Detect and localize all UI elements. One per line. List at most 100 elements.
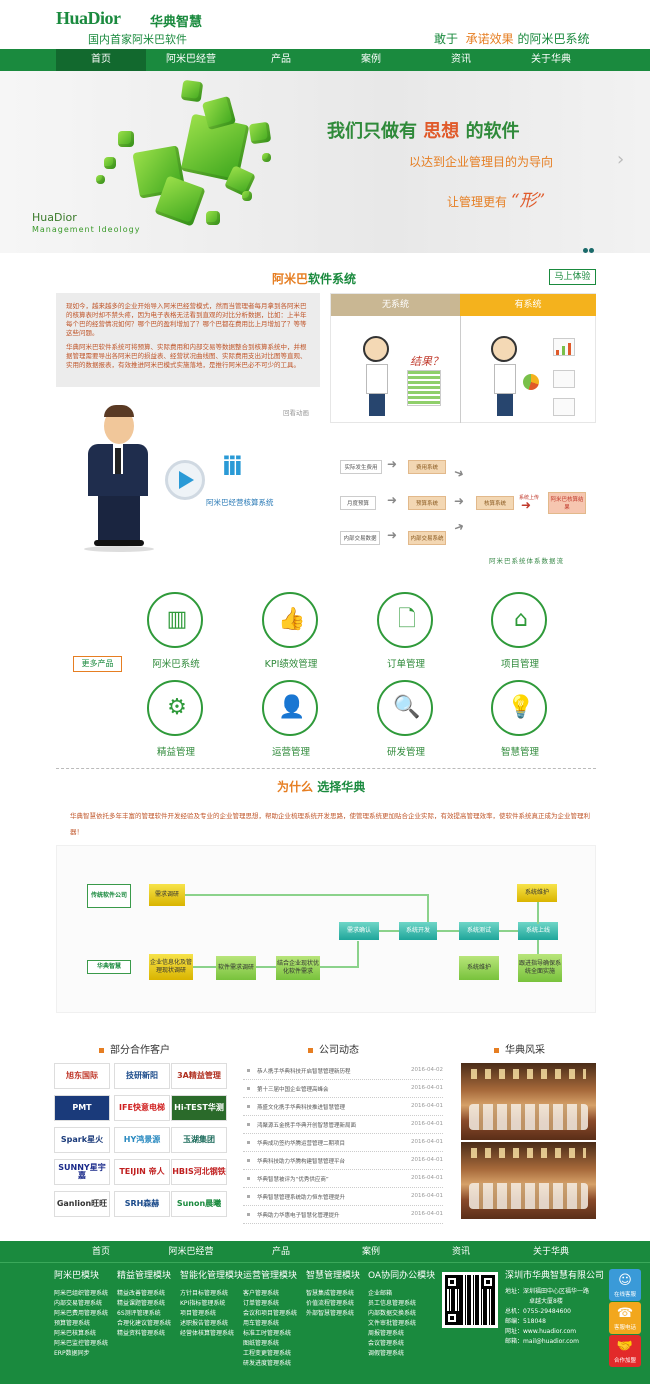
footer-link[interactable]: 精益改善管理系统 bbox=[117, 1290, 166, 1297]
footer-link[interactable]: 标准工时管理系统 bbox=[243, 1330, 292, 1337]
footer-link[interactable]: 6S测评管理系统 bbox=[117, 1310, 161, 1317]
news-item-title[interactable]: 第十三届中国企业管理高峰会 bbox=[257, 1087, 329, 1093]
company-web[interactable]: 网址：www.huadior.com bbox=[505, 1328, 577, 1335]
nav-item-amoeba[interactable]: 阿米巴经营 bbox=[166, 54, 216, 65]
news-item-title[interactable]: 华典智慧被评为“优秀供应商” bbox=[257, 1177, 329, 1183]
conference-photo[interactable] bbox=[461, 1063, 596, 1140]
product-label[interactable]: 智慧管理 bbox=[500, 747, 539, 758]
product-label[interactable]: 阿米巴系统 bbox=[152, 659, 200, 670]
client-logo[interactable]: 旭东国际 bbox=[54, 1063, 110, 1089]
footer-nav-amoeba[interactable]: 阿米巴经营 bbox=[168, 1247, 214, 1257]
client-logo[interactable]: TEIJIN 帝人 bbox=[114, 1159, 170, 1185]
hero-banner[interactable]: HuaDior Management Ideology 我们只做有 思想 的软件… bbox=[0, 71, 650, 253]
news-item-title[interactable]: 华典科技助力华腾构建智慧管理平台 bbox=[257, 1159, 346, 1165]
company-mail[interactable]: 邮箱：mail@huadior.com bbox=[505, 1338, 579, 1345]
client-logo[interactable]: Hi-TEST华测 bbox=[171, 1095, 227, 1121]
footer-link[interactable]: 会议和项目管理系统 bbox=[243, 1310, 298, 1317]
product-project[interactable] bbox=[491, 592, 547, 648]
product-order[interactable] bbox=[377, 592, 433, 648]
news-item[interactable]: 华典智慧被评为“优秀供应商”2016-04-01 bbox=[243, 1170, 443, 1188]
news-item-title[interactable]: 恭人携手华典科技开启智慧管理新历程 bbox=[257, 1069, 351, 1075]
product-label[interactable]: 精益管理 bbox=[156, 747, 195, 758]
client-logo[interactable]: 3A精益管理 bbox=[171, 1063, 227, 1089]
logo[interactable]: HuaDior bbox=[56, 8, 121, 28]
product-operation[interactable] bbox=[262, 680, 318, 736]
nav-item-cases[interactable]: 案例 bbox=[361, 54, 381, 65]
product-label[interactable]: 研发管理 bbox=[386, 747, 425, 758]
footer-link[interactable]: 工程变更管理系统 bbox=[243, 1350, 292, 1357]
client-logo[interactable]: PMT bbox=[54, 1095, 110, 1121]
online-service-widget[interactable]: ☺在线客服 bbox=[609, 1269, 641, 1301]
client-logo[interactable]: Ganlion旺旺 bbox=[54, 1191, 110, 1217]
footer-link[interactable]: 阿米巴核算系统 bbox=[54, 1330, 97, 1337]
client-logo[interactable]: HY鸿景源 bbox=[114, 1127, 170, 1153]
footer-link[interactable]: 外部智慧管理系统 bbox=[306, 1310, 355, 1317]
footer-link[interactable]: 阿米巴监控管理系统 bbox=[54, 1340, 109, 1347]
client-logo[interactable]: SRH森赫 bbox=[114, 1191, 170, 1217]
footer-link[interactable]: 合理化建议管理系统 bbox=[117, 1320, 172, 1327]
product-rnd[interactable] bbox=[377, 680, 433, 736]
nav-item-products[interactable]: 产品 bbox=[271, 54, 291, 65]
news-item-title[interactable]: 燕盛文化携手华典科技推进智慧管理 bbox=[257, 1105, 346, 1111]
footer-link[interactable]: 用车管理系统 bbox=[243, 1320, 280, 1327]
nav-item-news[interactable]: 资讯 bbox=[451, 54, 471, 65]
banner-next-arrow[interactable]: › bbox=[617, 149, 625, 170]
try-now-button[interactable]: 马上体验 bbox=[549, 269, 596, 285]
footer-link[interactable]: 会议管理系统 bbox=[368, 1340, 405, 1347]
footer-link[interactable]: 项目管理系统 bbox=[180, 1310, 217, 1317]
footer-nav-about[interactable]: 关于华典 bbox=[532, 1247, 569, 1257]
client-logo[interactable]: 技研新阳 bbox=[114, 1063, 170, 1089]
product-amoeba[interactable] bbox=[147, 592, 203, 648]
footer-link[interactable]: ERP数据同步 bbox=[54, 1350, 90, 1357]
footer-link[interactable]: 阿米巴费用管理系统 bbox=[54, 1310, 109, 1317]
footer-link[interactable]: 周报管理系统 bbox=[368, 1330, 405, 1337]
news-item-title[interactable]: 华典成功签约华腾运营管理二期项目 bbox=[257, 1141, 346, 1147]
footer-link[interactable]: KPI指标管理系统 bbox=[180, 1300, 226, 1307]
banner-dot[interactable] bbox=[589, 248, 594, 253]
footer-link[interactable]: 调假管理系统 bbox=[368, 1350, 405, 1357]
footer-link[interactable]: 图纸管理系统 bbox=[243, 1340, 280, 1347]
news-item-title[interactable]: 鸿聚源五金携手华典开创智慧管理新局面 bbox=[257, 1123, 357, 1129]
footer-nav-cases[interactable]: 案例 bbox=[361, 1247, 380, 1257]
footer-link[interactable]: 价值流程管理系统 bbox=[306, 1300, 355, 1307]
phone-service-widget[interactable]: ☎客服电话 bbox=[609, 1302, 641, 1334]
banner-pagination[interactable] bbox=[582, 243, 594, 256]
banner-dot[interactable] bbox=[583, 248, 588, 253]
news-item-title[interactable]: 华典助力华惠电子智慧化管理提升 bbox=[257, 1213, 340, 1219]
footer-link[interactable]: 研发进度管理系统 bbox=[243, 1360, 292, 1367]
conference-photo[interactable] bbox=[461, 1142, 596, 1219]
client-logo[interactable]: SUNNY星宇嘉 bbox=[54, 1159, 110, 1185]
footer-link[interactable]: 预算管理系统 bbox=[54, 1320, 91, 1327]
footer-link[interactable]: 述职报告管理系统 bbox=[180, 1320, 229, 1327]
footer-link[interactable]: 方针目标管理系统 bbox=[180, 1290, 229, 1297]
client-logo[interactable]: Sunon晨曦 bbox=[171, 1191, 227, 1217]
footer-link[interactable]: 内部数据交换系统 bbox=[368, 1310, 417, 1317]
footer-nav-products[interactable]: 产品 bbox=[271, 1247, 290, 1257]
client-logo[interactable]: Spark星火 bbox=[54, 1127, 110, 1153]
product-label[interactable]: 订单管理 bbox=[386, 659, 425, 670]
client-logo[interactable]: IFE快意电梯 bbox=[114, 1095, 170, 1121]
footer-link[interactable]: 智慧集成管理系统 bbox=[306, 1290, 355, 1297]
play-icon[interactable] bbox=[179, 471, 194, 489]
product-label[interactable]: KPI绩效管理 bbox=[264, 659, 318, 670]
nav-item-about[interactable]: 关于华典 bbox=[531, 54, 571, 65]
product-kpi[interactable] bbox=[262, 592, 318, 648]
more-products-button[interactable]: 更多产品 bbox=[73, 656, 122, 672]
footer-link[interactable]: 员工信息管理系统 bbox=[368, 1300, 417, 1307]
client-logo[interactable]: HBIS河北钢铁 bbox=[171, 1159, 227, 1185]
footer-link[interactable]: 精益资料管理系统 bbox=[117, 1330, 166, 1337]
nav-item-home[interactable]: 首页 bbox=[56, 49, 146, 71]
footer-nav-news[interactable]: 资讯 bbox=[451, 1247, 470, 1257]
footer-link[interactable]: 订单管理系统 bbox=[243, 1300, 280, 1307]
footer-link[interactable]: 企业邮箱 bbox=[368, 1290, 393, 1297]
product-label[interactable]: 运营管理 bbox=[271, 747, 310, 758]
news-item-title[interactable]: 华典智慧管理系统助力恒东管理提升 bbox=[257, 1195, 346, 1201]
footer-link[interactable]: 内部交易管理系统 bbox=[54, 1300, 103, 1307]
